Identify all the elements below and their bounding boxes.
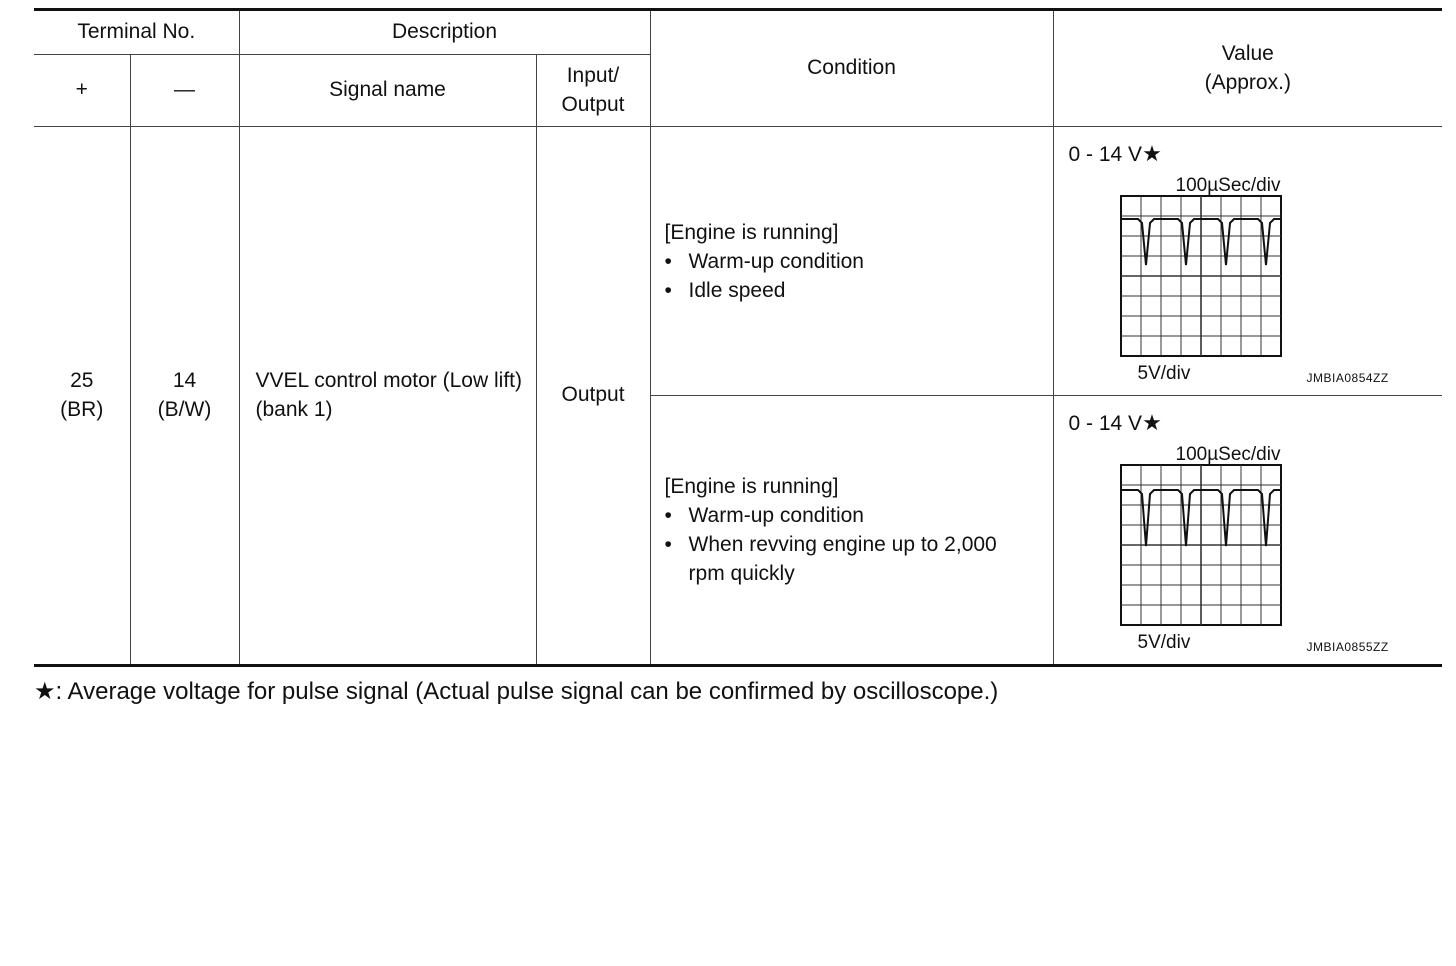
oscilloscope-waveform-idle: [1119, 195, 1282, 357]
star-icon: ★: [34, 678, 56, 705]
io-cell: Output: [535, 126, 651, 667]
minus-terminal-cell: 14 (B/W): [129, 126, 240, 667]
input-output-header-text: Input/ Output: [561, 64, 625, 116]
minus-terminal-value: 14 (B/W): [157, 369, 212, 421]
condition-cell-idle: [Engine is running] •Warm-up condition •…: [649, 126, 1054, 396]
star-icon: ★: [1142, 410, 1162, 435]
terminal-spec-table: Terminal No. Description Condition Value…: [34, 8, 1443, 667]
terminal-no-header: Terminal No.: [34, 8, 240, 55]
value-header-text: Value (Approx.): [1204, 42, 1291, 94]
condition-bullets: •Warm-up condition •When revving engine …: [665, 501, 1053, 588]
volt-div-label: 5V/div: [1137, 363, 1191, 384]
timebase-label: 100µSec/div: [1175, 175, 1281, 196]
value-cell-revving: 0 - 14 V★ 100µSec/div: [1052, 395, 1443, 667]
condition-header-text: [Engine is running]: [664, 220, 839, 244]
input-output-header: Input/ Output: [535, 54, 651, 127]
condition-cell-revving: [Engine is running] •Warm-up condition •…: [649, 395, 1054, 667]
value-text: 0 - 14 V★: [1068, 141, 1162, 166]
condition-bullet: •Warm-up condition: [664, 249, 864, 273]
signal-name-header: Signal name: [238, 54, 537, 127]
value-text: 0 - 14 V★: [1068, 410, 1162, 435]
value-header: Value (Approx.): [1052, 8, 1443, 127]
oscilloscope-waveform-revving: [1119, 464, 1282, 626]
figure-id: JMBIA0855ZZ: [1306, 640, 1389, 654]
description-header: Description: [238, 8, 651, 55]
timebase-label: 100µSec/div: [1175, 444, 1281, 465]
signal-name-cell: VVEL control motor (Low lift) (bank 1): [238, 126, 537, 667]
footnote-text: : Average voltage for pulse signal (Actu…: [55, 678, 999, 705]
plus-terminal-value: 25 (BR): [60, 369, 104, 421]
star-icon: ★: [1142, 141, 1162, 166]
minus-terminal-header: —: [129, 54, 240, 127]
condition-bullets: •Warm-up condition •Idle speed: [665, 247, 1053, 305]
condition-bullet: •Idle speed: [664, 278, 786, 302]
footnote: ★: Average voltage for pulse signal (Act…: [34, 677, 998, 706]
plus-terminal-cell: 25 (BR): [34, 126, 131, 667]
condition-header-text: [Engine is running]: [664, 475, 839, 498]
signal-name-value: VVEL control motor (Low lift) (bank 1): [255, 369, 522, 421]
figure-id: JMBIA0854ZZ: [1306, 371, 1389, 385]
value-cell-idle: 0 - 14 V★ 100µSec/div: [1052, 126, 1443, 396]
condition-header: Condition: [649, 8, 1054, 127]
plus-terminal-header: +: [34, 54, 131, 127]
condition-bullet: •Warm-up condition: [664, 504, 864, 527]
condition-bullet: •When revving engine up to 2,000 rpm qui…: [664, 533, 997, 585]
volt-div-label: 5V/div: [1137, 632, 1191, 653]
